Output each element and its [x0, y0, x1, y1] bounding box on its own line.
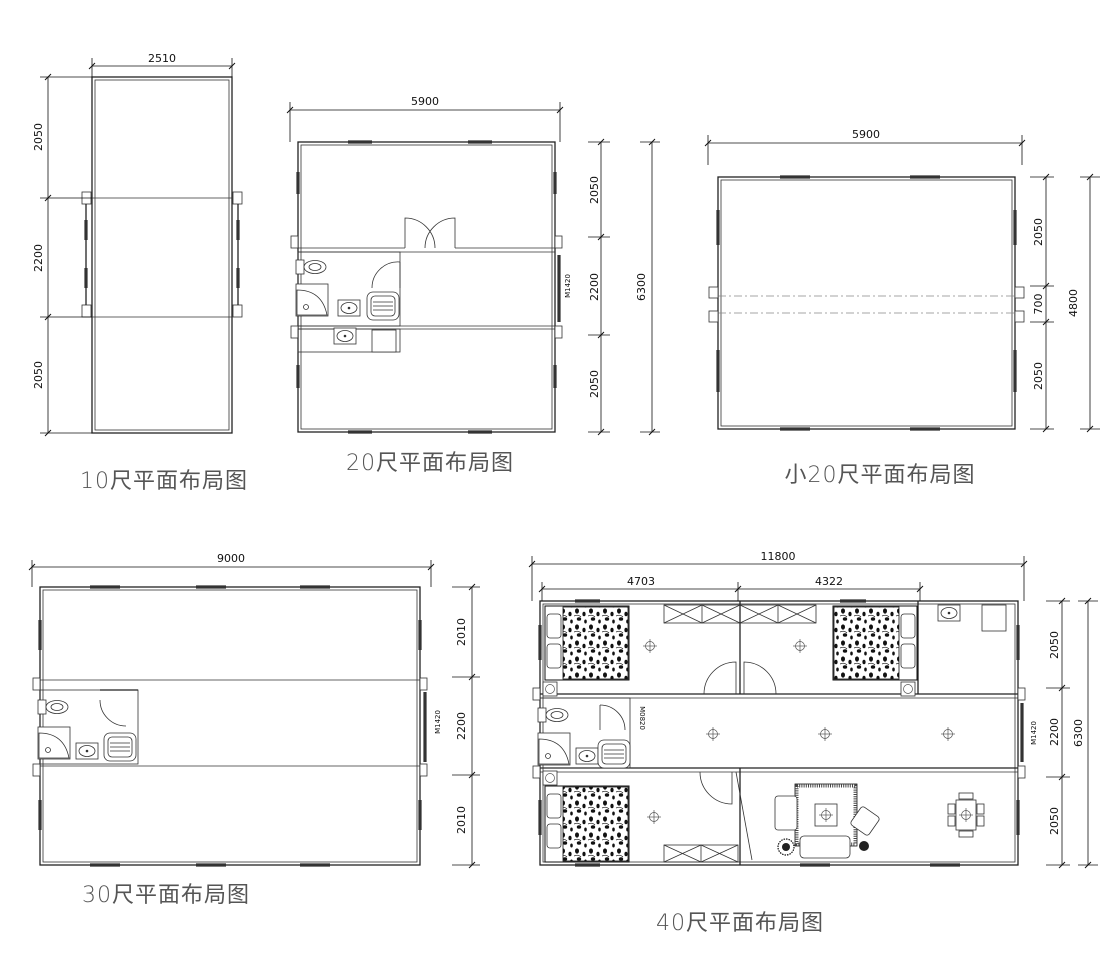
- door-tag: M1420: [564, 274, 572, 298]
- wardrobe: [663, 604, 817, 624]
- plan-30ft: M1420 9000 2010 2200 2010 30尺平面布局图: [28, 552, 480, 908]
- height-label-bottom: 2050: [588, 370, 601, 398]
- shower-icon: [295, 283, 329, 317]
- toilet-icon: [37, 699, 69, 715]
- height-label-top: 2050: [588, 176, 601, 204]
- toilet-icon: [537, 707, 569, 723]
- total-height-label: 6300: [1072, 719, 1085, 747]
- total-height-label: 6300: [635, 273, 648, 301]
- ceiling-light-icon: [792, 638, 808, 654]
- basin-icon: [75, 742, 99, 760]
- height-label-top: 2010: [455, 618, 468, 646]
- outer-wall: [91, 76, 233, 434]
- sink-icon: [937, 604, 961, 622]
- plan-title-10ft: 10尺平面布局图: [80, 469, 248, 494]
- plan-40ft: M0820: [528, 550, 1098, 936]
- sofa: [799, 835, 851, 859]
- floor-lamp-icon: [859, 841, 869, 851]
- plan-20ft: M1420 5900 2050 2200 2050 6300 20尺平面布局图: [286, 95, 660, 476]
- plan-10ft: 2510 2050 2200 2050 10尺平面布局图: [32, 52, 248, 494]
- ceiling-light-icon: [646, 809, 662, 825]
- height-label-bottom: 2050: [32, 361, 45, 389]
- ceiling-light-icon: [940, 726, 956, 742]
- ceiling-light-icon: [705, 726, 721, 742]
- bathroom: [295, 251, 401, 327]
- door-tag-main: M1420: [1030, 721, 1038, 745]
- height-label-mid: 2200: [1048, 718, 1061, 746]
- outer-wall: [39, 586, 421, 866]
- bathroom: [37, 689, 139, 765]
- dining-set: [947, 792, 985, 838]
- bed: [544, 605, 630, 681]
- kitchenette: [297, 327, 401, 353]
- basin-icon: [575, 747, 599, 765]
- height-label-mid: 2200: [588, 273, 601, 301]
- living-room-set: [774, 783, 880, 859]
- basin-icon: [337, 299, 361, 317]
- plan-title-20ft: 20尺平面布局图: [346, 451, 514, 476]
- wardrobe: [663, 844, 739, 863]
- toilet-icon: [295, 259, 327, 275]
- bed: [544, 785, 630, 863]
- armchair: [850, 806, 880, 836]
- door-tag-bath: M0820: [638, 706, 646, 730]
- height-label-bottom: 2050: [1048, 807, 1061, 835]
- width-label: 11800: [761, 550, 796, 563]
- bed: [832, 605, 918, 681]
- height-label-mid: 700: [1032, 294, 1045, 315]
- washer-icon: [597, 739, 631, 769]
- plan-title-small-20ft: 小20尺平面布局图: [785, 463, 976, 488]
- height-label-top: 2050: [32, 123, 45, 151]
- width-label: 9000: [217, 552, 245, 565]
- height-label-mid: 2200: [32, 244, 45, 272]
- door-swing: [404, 217, 436, 249]
- shower-icon: [37, 726, 71, 760]
- sub-width-label-left: 4703: [627, 575, 655, 588]
- plan-small-20ft: 5900 2050 700 2050 4800 小20尺平面布局图: [704, 128, 1100, 488]
- height-label-top: 2050: [1032, 218, 1045, 246]
- bathroom: [537, 697, 631, 769]
- door-swing: [703, 661, 737, 695]
- height-label-top: 2050: [1048, 631, 1061, 659]
- width-label: 2510: [148, 52, 176, 65]
- shower-icon: [537, 732, 571, 766]
- height-label-bottom: 2050: [1032, 362, 1045, 390]
- plant-icon: [777, 838, 795, 856]
- kitchen: [937, 604, 1007, 632]
- ceiling-light-icon: [817, 726, 833, 742]
- ceiling-light-icon: [642, 638, 658, 654]
- sink-icon: [333, 327, 357, 345]
- height-label-mid: 2200: [455, 712, 468, 740]
- washer-icon: [103, 732, 137, 762]
- height-label-bottom: 2010: [455, 806, 468, 834]
- plan-title-40ft: 40尺平面布局图: [656, 911, 824, 936]
- width-label: 5900: [411, 95, 439, 108]
- total-height-label: 4800: [1067, 289, 1080, 317]
- sub-width-label-right: 4322: [815, 575, 843, 588]
- plan-title-30ft: 30尺平面布局图: [82, 883, 250, 908]
- outer-wall: [717, 176, 1016, 430]
- door-tag: M1420: [434, 710, 442, 734]
- outer-wall: [297, 141, 556, 433]
- width-label: 5900: [852, 128, 880, 141]
- armchair: [774, 795, 798, 831]
- washer-icon: [366, 291, 400, 321]
